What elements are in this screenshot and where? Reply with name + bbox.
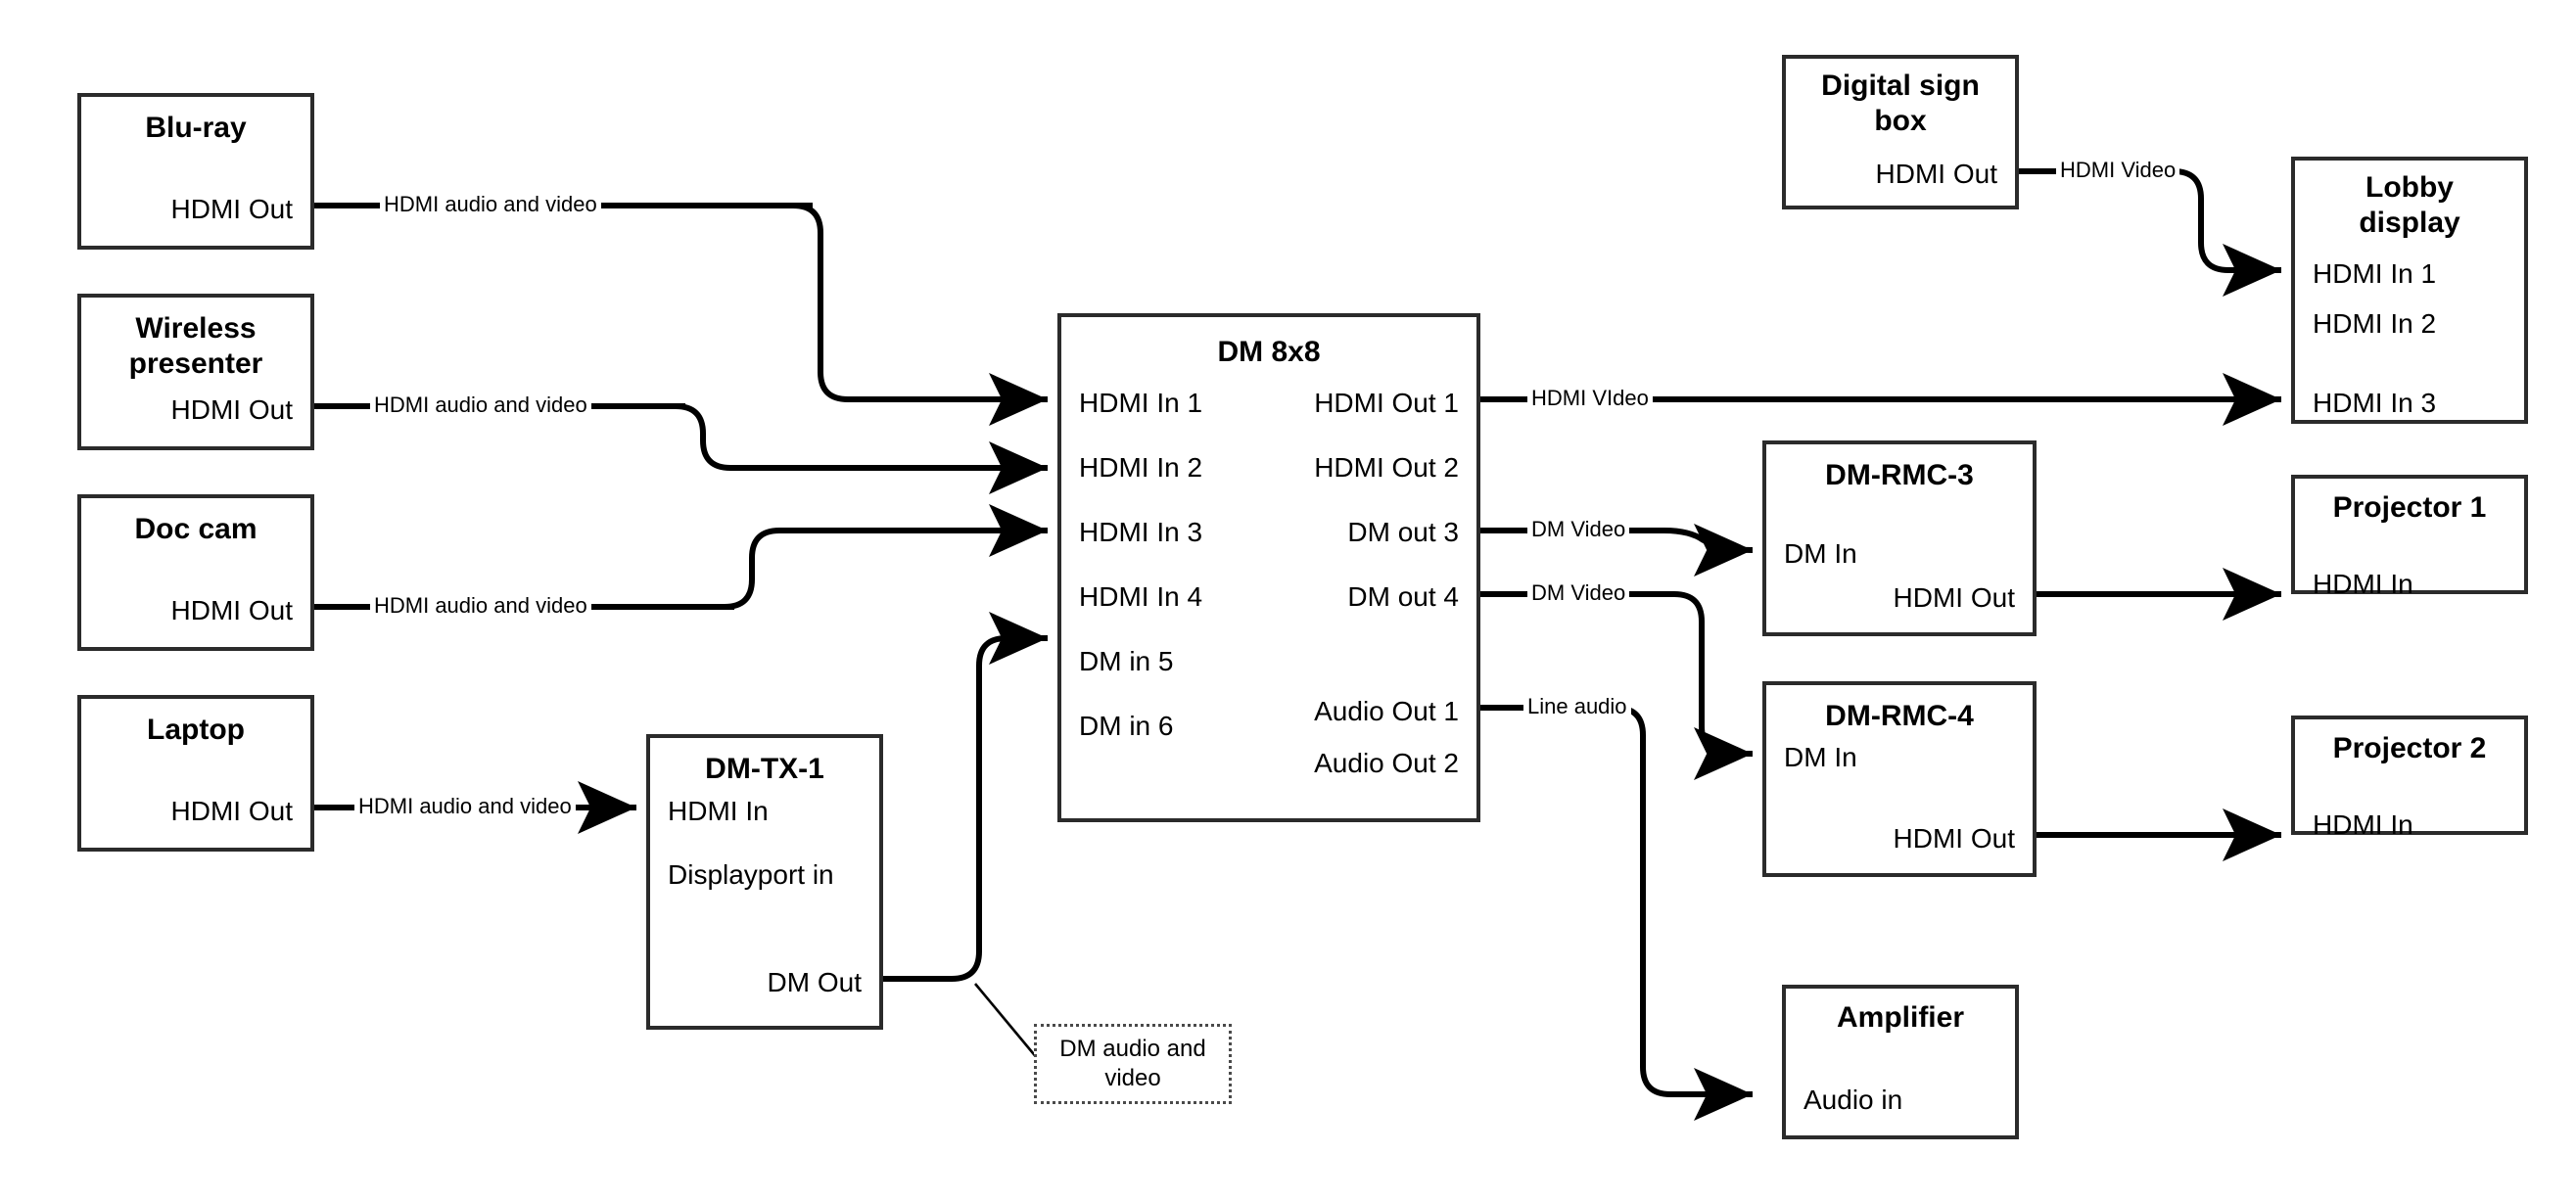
node-dm-rmc-4[interactable]: DM-RMC-4 DM In HDMI Out (1762, 681, 2037, 877)
node-title-lobby-display-line1: Lobby (2365, 171, 2454, 204)
port-laptop-hdmi-out[interactable]: HDMI Out (170, 796, 293, 826)
edge-label-bluray: HDMI audio and video (380, 192, 601, 217)
wire-wireless-to-dm8x8-b (627, 403, 1048, 494)
port-wireless-presenter-hdmi-out[interactable]: HDMI Out (170, 394, 293, 425)
callout-dm-audio-and-video: DM audio and video (1034, 1024, 1232, 1104)
port-dm-rmc-3-dm-in[interactable]: DM In (1784, 538, 1857, 569)
node-title-wireless-presenter-line2: presenter (128, 347, 263, 380)
node-title-digital-sign-box-line2: box (1874, 105, 1927, 137)
wire-dmout4-to-rmc4 (1480, 591, 1753, 780)
port-dm-8x8-hdmi-out-1[interactable]: HDMI Out 1 (1314, 388, 1459, 418)
node-title-projector-2: Projector 2 (2332, 732, 2487, 764)
edge-label-wireless: HDMI audio and video (370, 393, 591, 418)
port-dm-8x8-dm-out-3[interactable]: DM out 3 (1347, 517, 1459, 547)
callout-leader-line (974, 983, 1039, 1060)
node-dm-rmc-3[interactable]: DM-RMC-3 DM In HDMI Out (1762, 440, 2037, 636)
node-blu-ray[interactable]: Blu-ray HDMI Out (77, 93, 314, 250)
port-amplifier-audio-in[interactable]: Audio in (1803, 1085, 1903, 1115)
node-title-projector-1: Projector 1 (2332, 491, 2487, 524)
node-title-dm-tx-1: DM-TX-1 (705, 753, 824, 785)
node-projector-2[interactable]: Projector 2 HDMI In (2291, 716, 2528, 840)
node-digital-sign-box[interactable]: Digital sign box HDMI Out (1782, 55, 2019, 209)
node-lobby-display[interactable]: Lobby display HDMI In 1 HDMI In 2 HDMI I… (2291, 157, 2528, 424)
node-title-wireless-presenter-line1: Wireless (135, 312, 257, 345)
wire-sign-to-lobby-b (2173, 168, 2281, 297)
port-dm-8x8-hdmi-out-2[interactable]: HDMI Out 2 (1314, 452, 1459, 483)
port-blu-ray-hdmi-out[interactable]: HDMI Out (170, 194, 293, 224)
port-dm-8x8-hdmi-in-3[interactable]: HDMI In 3 (1079, 517, 1203, 547)
port-dm-tx-1-displayport-in[interactable]: Displayport in (668, 859, 834, 890)
node-amplifier[interactable]: Amplifier Audio in (1782, 985, 2019, 1139)
port-dm-rmc-4-hdmi-out[interactable]: HDMI Out (1893, 823, 2015, 854)
edge-label-audio-out-1: Line audio (1523, 694, 1631, 719)
node-wireless-presenter[interactable]: Wireless presenter HDMI Out (77, 294, 314, 450)
port-projector-1-hdmi-in[interactable]: HDMI In (2313, 569, 2413, 599)
port-dm-rmc-4-dm-in[interactable]: DM In (1784, 742, 1857, 772)
edge-label-doccam: HDMI audio and video (370, 593, 591, 619)
node-title-lobby-display-line2: display (2359, 207, 2460, 239)
node-doc-cam[interactable]: Doc cam HDMI Out (77, 494, 314, 651)
port-projector-2-hdmi-in[interactable]: HDMI In (2313, 809, 2413, 840)
node-title-dm-rmc-3: DM-RMC-3 (1825, 459, 1974, 491)
edge-label-hdmi-out-1: HDMI VIdeo (1527, 386, 1653, 411)
node-title-blu-ray: Blu-ray (145, 112, 247, 144)
port-dm-8x8-audio-out-2[interactable]: Audio Out 2 (1314, 748, 1459, 778)
port-dm-rmc-3-hdmi-out[interactable]: HDMI Out (1893, 582, 2015, 613)
port-lobby-display-hdmi-in-2[interactable]: HDMI In 2 (2313, 308, 2437, 339)
port-dm-8x8-hdmi-in-1[interactable]: HDMI In 1 (1079, 388, 1203, 418)
port-digital-sign-box-hdmi-out[interactable]: HDMI Out (1875, 159, 1997, 189)
node-title-doc-cam: Doc cam (134, 513, 258, 545)
edge-label-dm-out-4: DM Video (1527, 580, 1630, 606)
node-laptop[interactable]: Laptop HDMI Out (77, 695, 314, 852)
node-projector-1[interactable]: Projector 1 HDMI In (2291, 475, 2528, 599)
node-title-dm-rmc-4: DM-RMC-4 (1825, 700, 1974, 732)
port-doc-cam-hdmi-out[interactable]: HDMI Out (170, 595, 293, 625)
wire-bluray-to-dm8x8-b (636, 203, 1048, 426)
port-dm-tx-1-hdmi-in[interactable]: HDMI In (668, 796, 769, 826)
node-title-amplifier: Amplifier (1836, 1001, 1965, 1034)
port-lobby-display-hdmi-in-1[interactable]: HDMI In 1 (2313, 258, 2437, 289)
wire-audioout1-to-amp (1480, 705, 1753, 1121)
port-lobby-display-hdmi-in-3[interactable]: HDMI In 3 (2313, 388, 2437, 418)
wire-dmout3-to-rmc3 (1480, 523, 1754, 577)
port-dm-8x8-audio-out-1[interactable]: Audio Out 1 (1314, 696, 1459, 726)
port-dm-8x8-dm-in-6[interactable]: DM in 6 (1079, 711, 1174, 741)
node-title-laptop: Laptop (147, 714, 245, 746)
wire-dmtx-to-dm8x8 (883, 612, 1048, 982)
port-dm-tx-1-dm-out[interactable]: DM Out (767, 967, 862, 997)
node-title-digital-sign-box-line1: Digital sign (1821, 69, 1980, 102)
port-dm-8x8-dm-in-5[interactable]: DM in 5 (1079, 646, 1174, 676)
edge-label-digital-sign: HDMI Video (2056, 158, 2180, 183)
node-dm-8x8[interactable]: DM 8x8 HDMI In 1 HDMI In 2 HDMI In 3 HDM… (1057, 313, 1480, 822)
wire-doccam-to-dm8x8-b (676, 504, 1048, 610)
port-dm-8x8-hdmi-in-4[interactable]: HDMI In 4 (1079, 581, 1203, 612)
port-dm-8x8-dm-out-4[interactable]: DM out 4 (1347, 581, 1459, 612)
node-dm-tx-1[interactable]: DM-TX-1 HDMI In Displayport in DM Out (646, 734, 883, 1030)
edge-label-dm-out-3: DM Video (1527, 517, 1630, 542)
edge-label-laptop: HDMI audio and video (354, 794, 576, 819)
port-dm-8x8-hdmi-in-2[interactable]: HDMI In 2 (1079, 452, 1203, 483)
node-title-dm-8x8: DM 8x8 (1217, 336, 1321, 368)
